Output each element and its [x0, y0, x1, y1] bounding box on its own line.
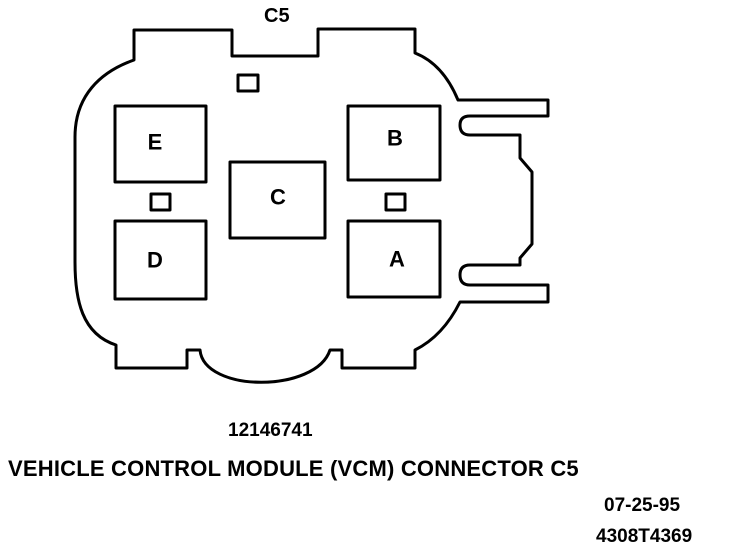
connector-housing-outline [73, 27, 550, 384]
cavity-e-label: E [148, 130, 163, 155]
figure-id: 4308T4369 [596, 526, 693, 547]
cavity-a [346, 219, 442, 299]
cavity-e [113, 104, 208, 184]
diagram-caption: VEHICLE CONTROL MODULE (VCM) CONNECTOR C… [8, 456, 579, 481]
connector-id-label: C5 [264, 5, 290, 27]
cavity-c [228, 160, 327, 240]
diagram-date: 07-25-95 [604, 495, 681, 516]
cavity-b-label: B [387, 126, 403, 151]
cavity-d-label: D [147, 248, 163, 273]
cavity-a-label: A [389, 247, 405, 272]
locator-square-left [149, 192, 172, 212]
locator-square-top [236, 73, 260, 93]
cavity-c-label: C [270, 185, 286, 210]
cavity-d [113, 219, 208, 301]
locator-square-right [384, 192, 407, 212]
part-number: 12146741 [228, 420, 313, 441]
cavity-b [346, 104, 442, 182]
